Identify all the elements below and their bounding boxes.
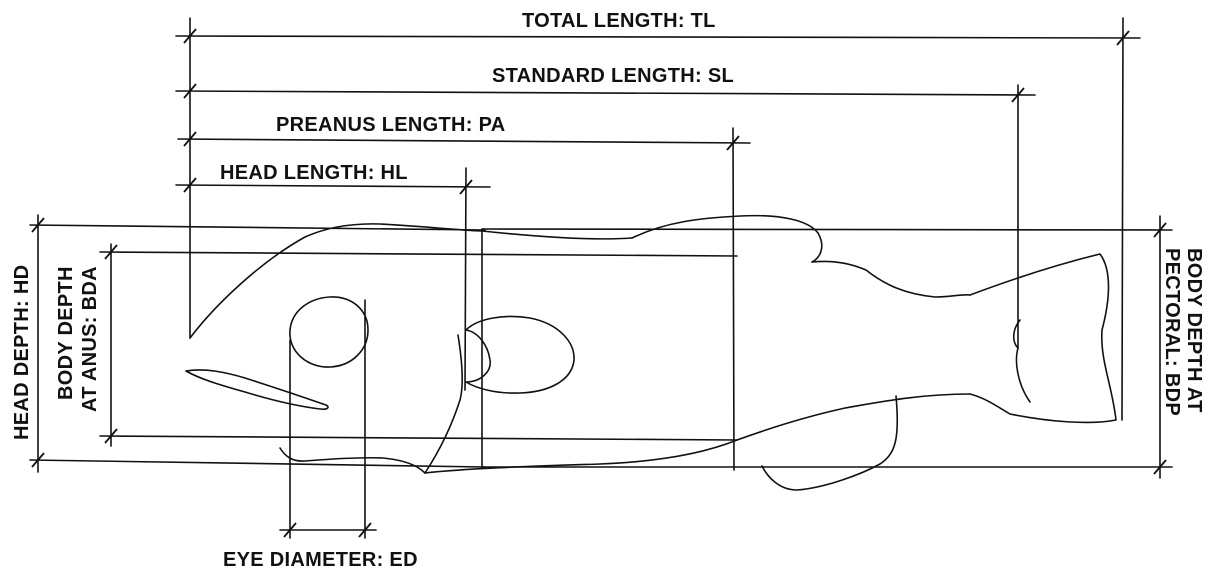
hl-line: [175, 184, 491, 188]
preanus-length-label: PREANUS LENGTH: PA: [276, 114, 505, 136]
pa-line: [177, 138, 751, 144]
tl-line: [175, 35, 1141, 39]
hd-bottom-reference: [29, 459, 486, 468]
bda-top-reference: [99, 251, 738, 257]
body-depth-pectoral-label-line2: PECTORAL: BDP: [1161, 248, 1183, 416]
total-length-label: TOTAL LENGTH: TL: [522, 10, 716, 32]
head-depth-label: HEAD DEPTH: HD: [11, 265, 33, 440]
fish-outline: [185, 214, 1117, 491]
eye-diameter-label: EYE DIAMETER: ED: [223, 549, 418, 571]
standard-length-label: STANDARD LENGTH: SL: [492, 65, 734, 87]
tick-marks: [31, 28, 1167, 538]
hd-top-reference: [29, 224, 486, 231]
tl-right-extension: [1121, 17, 1124, 421]
body-depth-pectoral-label-line1: BODY DEPTH AT: [1183, 248, 1205, 413]
bdp-top-reference: [481, 228, 1173, 231]
measurement-lines: [29, 17, 1173, 539]
body-depth-anus-label-line1: BODY DEPTH: [55, 266, 77, 400]
bda-bottom-reference: [99, 435, 738, 441]
head-length-label: HEAD LENGTH: HL: [220, 162, 408, 184]
hl-right-extension: [464, 167, 467, 391]
body-depth-anus-label-line2: AT ANUS: BDA: [79, 266, 101, 412]
sl-line: [175, 90, 1036, 96]
pa-right-extension: [732, 127, 735, 471]
